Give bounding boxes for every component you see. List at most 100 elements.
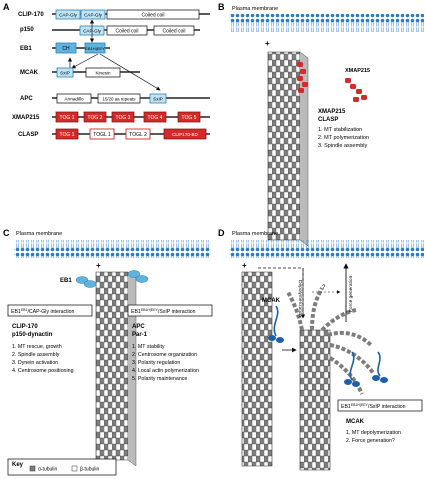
svg-text:CAP-Gly: CAP-Gly: [84, 13, 103, 18]
panel-d-function-1: 1. MT depolymerization: [346, 430, 401, 436]
protein-label-xmap215: XMAP215: [12, 115, 40, 121]
protein-label-clasp: CLASP: [18, 132, 38, 138]
panel-c-right-function-4: 4. Local actin polymerization: [132, 368, 199, 374]
panel-b-protein-1: XMAP215: [318, 109, 346, 115]
panel-c-right-function-2: 2. Centrosome organization: [132, 352, 197, 358]
clip170-capgly1-domain: [55, 9, 81, 20]
panel-d-mcak-label: MCAK: [262, 298, 281, 304]
svg-text:TOG 1: TOG 1: [60, 115, 75, 121]
svg-text:CLIP170-BD: CLIP170-BD: [172, 132, 198, 137]
panel-b-membrane-label: Plasma membrane: [232, 6, 278, 12]
panel-c-left-function-2: 2. Spindle assembly: [12, 352, 60, 358]
panel-c: C Plasma membrane + EB1 EB1EB1/CAP-Gly i…: [3, 228, 213, 476]
svg-text:Coiled coil: Coiled coil: [162, 29, 185, 35]
svg-text:TOGL 1: TOGL 1: [93, 132, 111, 138]
panel-a: A CLIP-170 p150 EB1 MCAK APC XMAP215 CLA…: [3, 2, 210, 140]
clip170-coiled-coil-domain: [106, 9, 200, 20]
panel-b-letter: B: [218, 2, 225, 12]
panel-c-left-protein-2: p150-dynactin: [12, 332, 53, 338]
svg-text:SxIP: SxIP: [153, 97, 163, 102]
panel-d-microtubule-right: [299, 329, 331, 471]
panel-b: B Plasma membrane + XMAP215 XMAP215 CLAS…: [218, 2, 424, 247]
panel-c-left-protein-1: CLIP-170: [12, 324, 38, 330]
protein-label-clip170: CLIP-170: [18, 12, 44, 18]
protein-label-p150: p150: [20, 27, 34, 33]
svg-text:Armadillo: Armadillo: [64, 97, 84, 102]
apc-armadillo-domain: [56, 93, 92, 104]
panel-d-question: ?: [322, 285, 326, 291]
panel-d-microtubule-left: [241, 271, 273, 467]
panel-c-right-interaction-box: [127, 304, 213, 317]
panel-d-letter: D: [218, 228, 225, 238]
panel-c-letter: C: [3, 228, 10, 238]
panel-b-function-2: 2. MT polymerization: [318, 135, 369, 141]
xmap215-tog5: [177, 111, 201, 123]
svg-text:CAP-Gly: CAP-Gly: [59, 13, 78, 18]
clasp-tog1: [55, 128, 79, 140]
svg-text:Kinesin: Kinesin: [95, 71, 111, 76]
panel-d: D Plasma membrane + Depolymerization ? F…: [218, 228, 424, 471]
svg-text:Coiled coil: Coiled coil: [115, 29, 138, 35]
panel-c-left-function-4: 4. Centrosome positioning: [12, 368, 74, 374]
panel-b-free-xmap215: [345, 78, 367, 102]
apc-repeats-domain: [97, 93, 141, 104]
panel-d-protein: MCAK: [346, 419, 365, 425]
svg-text:SxIP: SxIP: [60, 71, 70, 76]
panel-b-function-3: 3. Spindle assembly: [318, 143, 367, 149]
panel-c-right-protein-1: APC: [132, 324, 145, 330]
p150-coiled-coil-2: [153, 25, 195, 36]
panel-c-eb1-label: EB1: [60, 278, 72, 284]
key-beta-swatch: [71, 465, 78, 472]
panel-c-plus-end: +: [96, 261, 101, 270]
panel-c-left-function-1: 1. MT rescue, growth: [12, 344, 62, 350]
panel-b-protein-2: CLASP: [318, 117, 338, 123]
svg-text:EB1H|EEY: EB1H|EEY: [85, 46, 105, 51]
key-title: Key: [12, 462, 24, 468]
panel-c-right-function-3: 3. Polarity regulation: [132, 360, 180, 366]
mcak-kinesin-domain: [85, 67, 121, 78]
panel-d-interaction-box: [337, 399, 423, 412]
key-beta-label: β-tubulin: [80, 467, 99, 473]
protein-label-apc: APC: [20, 96, 33, 102]
panel-b-membrane: [230, 14, 424, 32]
panel-d-function-2: 2. Force generation?: [346, 438, 395, 444]
panel-c-eb1-molecules: [75, 270, 149, 288]
key-alpha-label: α-tubulin: [38, 467, 58, 473]
apc-sxip-domain: [149, 93, 167, 104]
panel-c-microtubule: [95, 271, 129, 461]
xmap215-tog4: [143, 111, 167, 123]
svg-text:TOGL 2: TOGL 2: [129, 132, 147, 138]
svg-text:Coiled coil: Coiled coil: [141, 13, 164, 19]
panel-c-membrane-label: Plasma membrane: [16, 231, 62, 237]
clasp-togl1: [89, 128, 115, 140]
p150-coiled-coil-1: [106, 25, 148, 36]
xmap215-tog3: [111, 111, 135, 123]
panel-d-depoly-label: Depolymerization: [297, 280, 303, 317]
panel-c-left-function-3: 3. Dynein activation: [12, 360, 58, 366]
svg-text:TOG 2: TOG 2: [88, 115, 103, 121]
panel-d-membrane: [230, 240, 424, 258]
panel-b-bound-xmap215: [297, 62, 308, 93]
panel-c-membrane: [14, 240, 210, 258]
svg-text:TOG 3: TOG 3: [116, 115, 131, 121]
svg-text:TOG 1: TOG 1: [60, 132, 75, 138]
panel-d-plus-end: +: [242, 261, 247, 270]
panel-c-right-protein-2: Par-1: [132, 332, 148, 338]
svg-text:15/20 aa repeats: 15/20 aa repeats: [103, 97, 137, 102]
eb1-ch-domain: [55, 42, 77, 54]
panel-b-microtubule: [267, 51, 301, 241]
panel-d-mcak-motors: [268, 305, 388, 387]
key-alpha-swatch: [29, 465, 36, 472]
clasp-clip170bd: [163, 128, 207, 140]
panel-c-right-function-5: 5. Polarity maintenance: [132, 376, 187, 382]
key-box: [7, 458, 117, 476]
svg-text:EB1EB1/CAP-Gly interaction: EB1EB1/CAP-Gly interaction: [11, 308, 75, 315]
panel-c-left-interaction-box: [7, 304, 93, 317]
xmap215-tog2: [83, 111, 107, 123]
svg-text:EB1EB1H|EEY/SxIP interaction: EB1EB1H|EEY/SxIP interaction: [341, 403, 406, 410]
mcak-sxip-domain: [56, 67, 74, 78]
panel-b-plus-end: +: [265, 39, 270, 48]
panel-b-xmap215-label: XMAP215: [345, 68, 370, 74]
clip170-capgly2-domain: [80, 9, 106, 20]
panel-d-membrane-label: Plasma membrane: [232, 231, 278, 237]
